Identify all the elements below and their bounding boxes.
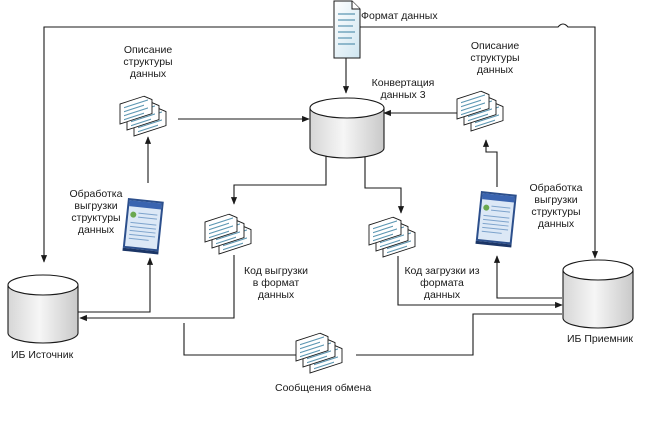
connector-conversion-to-exportcode bbox=[230, 155, 327, 205]
left-export-processing-window bbox=[122, 198, 164, 255]
label-line: данных bbox=[129, 68, 167, 80]
label-line: структуры bbox=[71, 212, 121, 224]
target-database bbox=[562, 259, 634, 329]
label-line: данных 3 bbox=[380, 89, 426, 101]
label-export-code: Код выгрузки в формат данных bbox=[236, 265, 316, 301]
form-window-icon bbox=[122, 198, 164, 255]
label-target-ib: ИБ Приемник bbox=[567, 333, 633, 345]
label-line: данных bbox=[537, 218, 575, 230]
connector-rightproc-to-desc bbox=[482, 139, 498, 187]
label-line: данных bbox=[423, 289, 461, 301]
label-line: Конвертация bbox=[371, 77, 435, 89]
label-line: данных bbox=[476, 64, 514, 76]
connector-format-to-target bbox=[360, 23, 599, 259]
document-page bbox=[295, 332, 329, 362]
label-line: выгрузки bbox=[74, 200, 118, 212]
document-stack-icon bbox=[119, 95, 167, 137]
document-page bbox=[119, 95, 153, 125]
label-line: в формат bbox=[252, 277, 300, 289]
label-line: выгрузки bbox=[534, 194, 578, 206]
connector-format-to-source bbox=[40, 26, 333, 263]
label-line: Описание bbox=[470, 40, 520, 52]
label-line: Код выгрузки bbox=[244, 265, 308, 277]
document-stack-icon bbox=[368, 216, 416, 258]
document-page bbox=[368, 216, 402, 246]
label-struct-desc-left: Описание структуры данных bbox=[108, 44, 188, 80]
connector-exchange-right bbox=[356, 313, 562, 356]
connector-exportcode-to-source bbox=[79, 255, 235, 322]
label-line: структуры bbox=[123, 56, 173, 68]
connector-importcode-to-target bbox=[397, 256, 563, 309]
label-exchange-messages: Сообщения обмена bbox=[275, 382, 372, 394]
connector-exchange-left bbox=[183, 323, 296, 356]
label-import-code: Код загрузки из формата данных bbox=[397, 265, 487, 301]
label-conversion: Конвертация данных 3 bbox=[363, 77, 443, 101]
cylinder-database-icon bbox=[7, 274, 79, 344]
label-line: Код загрузки из bbox=[404, 265, 480, 277]
label-line: Обработка bbox=[69, 188, 123, 200]
document-page bbox=[456, 90, 490, 120]
label-export-processing-left: Обработка выгрузки структуры данных bbox=[56, 188, 136, 236]
document-stack-icon bbox=[456, 90, 504, 132]
data-format-document bbox=[333, 0, 361, 59]
connector-conversion-to-importcode bbox=[364, 155, 405, 214]
label-data-format: Формат данных bbox=[361, 10, 438, 22]
label-line: Описание bbox=[123, 44, 173, 56]
document-stack-icon bbox=[295, 332, 343, 374]
label-line: данных bbox=[77, 224, 115, 236]
connectors bbox=[40, 23, 599, 356]
form-window-icon bbox=[475, 191, 517, 248]
document-page bbox=[204, 213, 238, 243]
label-line: структуры bbox=[470, 52, 520, 64]
label-line: структуры bbox=[531, 206, 581, 218]
source-database bbox=[7, 274, 79, 344]
document-icon bbox=[333, 0, 361, 59]
label-line: формата bbox=[420, 277, 464, 289]
document-stack-icon bbox=[204, 213, 252, 255]
conversion-database bbox=[309, 97, 385, 159]
right-export-processing-window bbox=[475, 191, 517, 248]
connector-target-to-rightproc bbox=[493, 255, 562, 299]
connector-source-to-leftproc bbox=[78, 257, 154, 313]
label-line: Обработка bbox=[529, 182, 583, 194]
cylinder-database-icon bbox=[562, 259, 634, 329]
label-line: данных bbox=[257, 289, 295, 301]
label-source-ib: ИБ Источник bbox=[11, 349, 74, 361]
label-struct-desc-right: Описание структуры данных bbox=[455, 40, 535, 76]
cylinder-database-icon bbox=[309, 97, 385, 159]
label-export-processing-right: Обработка выгрузки структуры данных bbox=[516, 182, 596, 230]
